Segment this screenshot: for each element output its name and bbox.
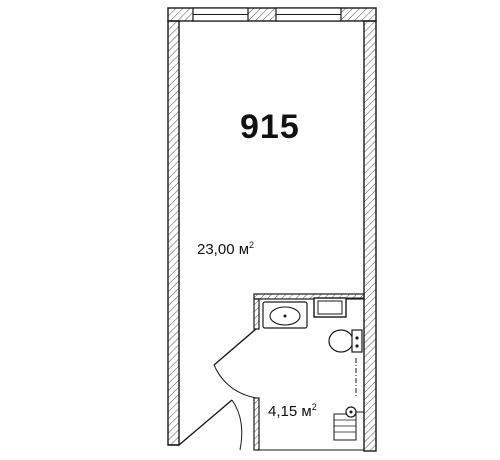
bathroom-area-unit: м bbox=[301, 403, 312, 420]
bathroom-top-wall bbox=[253, 293, 365, 300]
bathroom-area-label: 4,15 м2 bbox=[268, 402, 317, 420]
bathroom-door bbox=[213, 328, 257, 366]
bathroom-walls bbox=[213, 293, 365, 451]
bathroom-left-wall-lower bbox=[253, 397, 260, 451]
exterior-walls bbox=[167, 7, 377, 452]
main-room-area-value: 23,00 bbox=[197, 241, 235, 258]
washer-icon bbox=[313, 297, 364, 318]
shower-icon bbox=[333, 406, 364, 441]
right-wall bbox=[363, 20, 377, 452]
main-room-area-exponent: 2 bbox=[249, 240, 255, 250]
toilet-icon bbox=[328, 329, 363, 353]
left-wall bbox=[167, 20, 180, 446]
main-room-area-label: 23,00 м2 bbox=[197, 240, 254, 258]
unit-number: 915 bbox=[240, 108, 300, 146]
entrance-door bbox=[178, 399, 233, 446]
bathroom-area-value: 4,15 bbox=[268, 403, 298, 420]
bathroom-area-exponent: 2 bbox=[311, 402, 317, 412]
bathroom-left-wall-upper bbox=[253, 298, 260, 330]
main-room-area-unit: м bbox=[238, 241, 250, 258]
sink-icon bbox=[262, 301, 308, 329]
